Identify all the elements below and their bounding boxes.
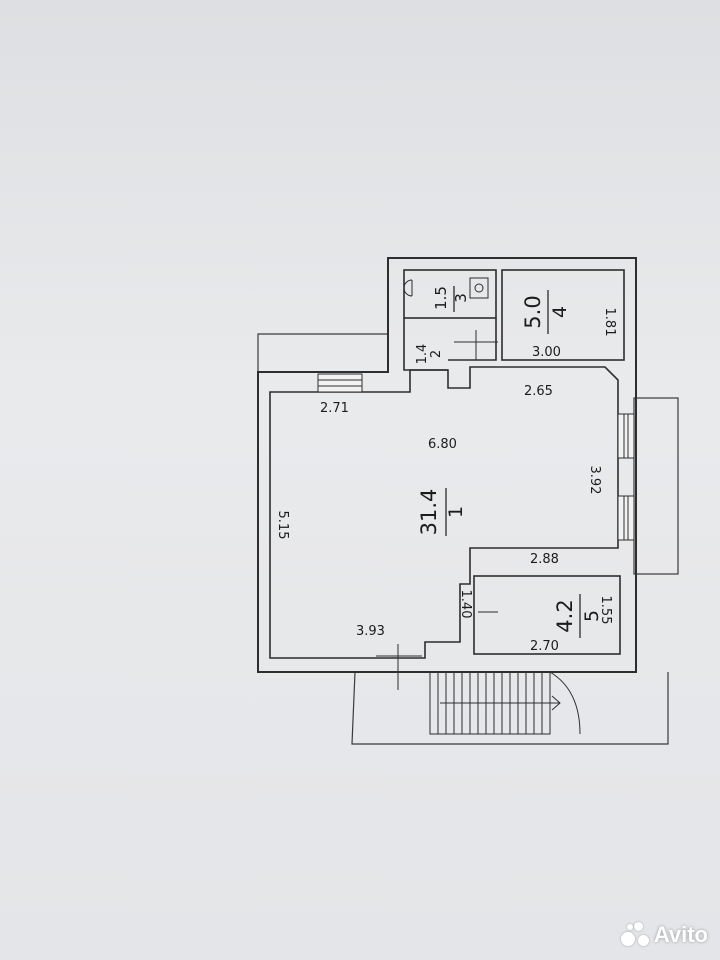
porch-outline [351,671,669,745]
annex-right-outline [633,397,679,575]
room3-area: 1.5 [432,286,450,310]
watermark-text: Avito [653,922,708,947]
dim-room4-width: 3.00 [532,345,561,360]
dim-room1-bottom-right: 2.88 [530,552,559,567]
dim-room5-side: 1.40 [458,590,473,619]
room4-number: 4 [549,306,571,318]
room3-number: 3 [452,293,470,303]
room1-area: 31.4 [417,489,441,536]
sink-fixture [469,277,489,299]
annex-top-left-outline [257,333,388,372]
room2-inner [448,318,497,361]
dim-room1-width: 6.80 [428,437,457,452]
dim-room1-bottom-left: 3.93 [356,624,385,639]
room2-area: 1.4 [415,344,430,365]
room2-wall [403,318,448,371]
avito-watermark: Avito [620,922,708,948]
room4-area: 5.0 [521,295,545,328]
window-top [317,373,363,393]
dim-room5-width: 2.70 [530,639,559,654]
room5-wall [473,575,621,655]
room1-number: 1 [445,506,467,518]
room2-number: 2 [429,350,444,358]
toilet-fixture [403,279,413,297]
dim-room1-left: 5.15 [275,511,290,540]
room3-wall [403,269,497,319]
room5-number: 5 [581,610,603,622]
dim-room1-right: 3.92 [587,466,602,495]
avito-logo-icon [620,922,649,948]
outer-wall [257,257,637,673]
room4-wall [501,269,625,361]
dim-room4-depth: 1.81 [602,308,617,337]
dim-room1-top-left: 2.71 [320,401,349,416]
window-right-upper [617,413,635,459]
staircase [429,671,581,735]
dim-room5-depth: 1.55 [598,596,613,625]
window-right-lower [617,495,635,541]
dim-room1-top-right: 2.65 [524,384,553,399]
room5-area: 4.2 [553,599,577,632]
